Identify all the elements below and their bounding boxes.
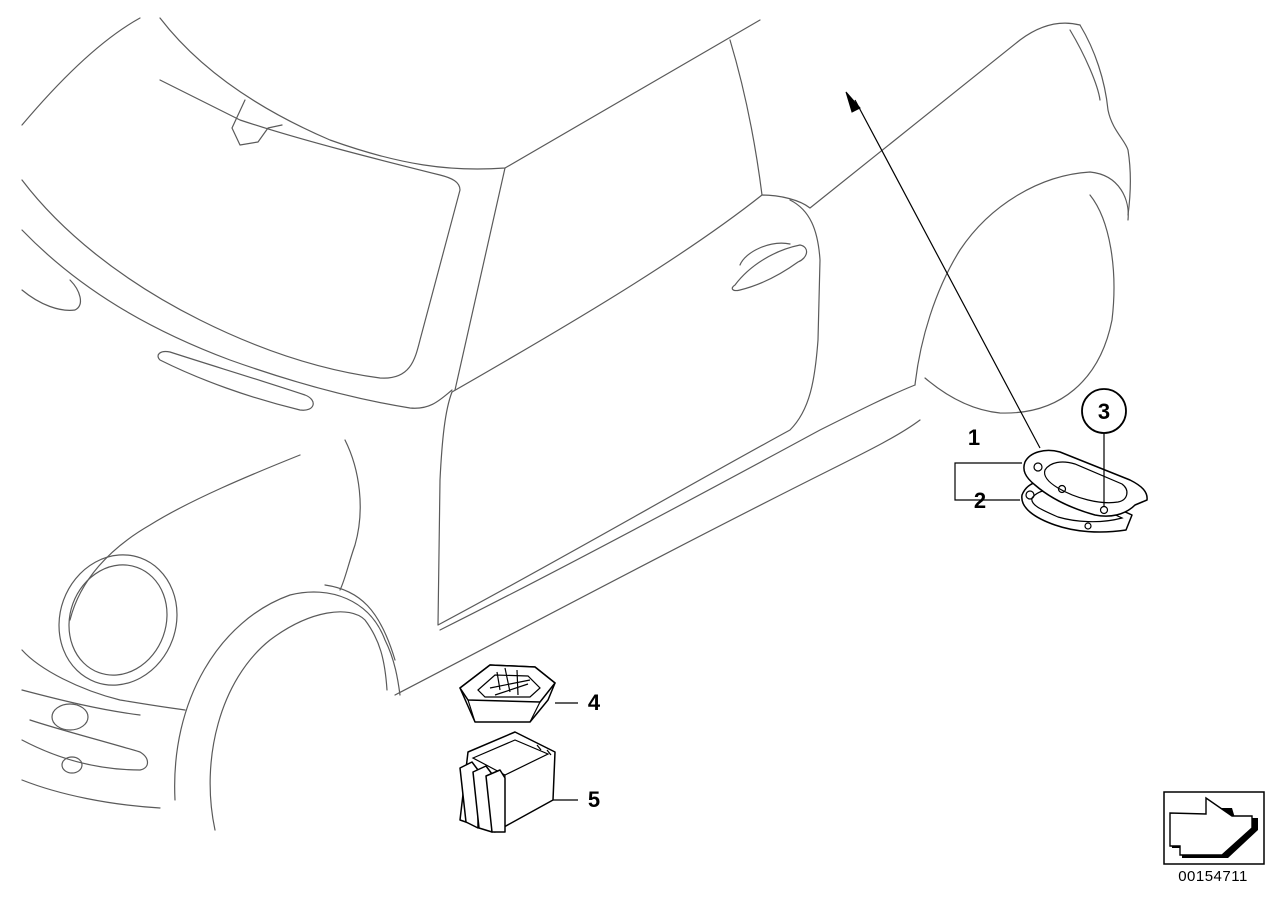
callout-5: 5 (588, 787, 600, 812)
callout-2: 2 (974, 488, 986, 513)
callout-4: 4 (588, 690, 601, 715)
car-outline-illustration (21, 17, 1131, 831)
location-pointer-arrow (845, 91, 1041, 449)
arrow-left-down-icon (1163, 791, 1265, 865)
part-filler-plate-assembly (1021, 428, 1148, 533)
part-4-jack-holder (459, 664, 578, 723)
part-5-storage-box (459, 731, 578, 833)
callout-3-circle (1081, 388, 1127, 434)
callout-1: 1 (968, 425, 980, 450)
callout-3: 3 (1098, 399, 1110, 424)
document-number: 00154711 (1178, 868, 1248, 885)
callout-bracket-1-2 (954, 462, 1022, 501)
callout-labels: 1 2 3 4 5 (588, 388, 1127, 812)
